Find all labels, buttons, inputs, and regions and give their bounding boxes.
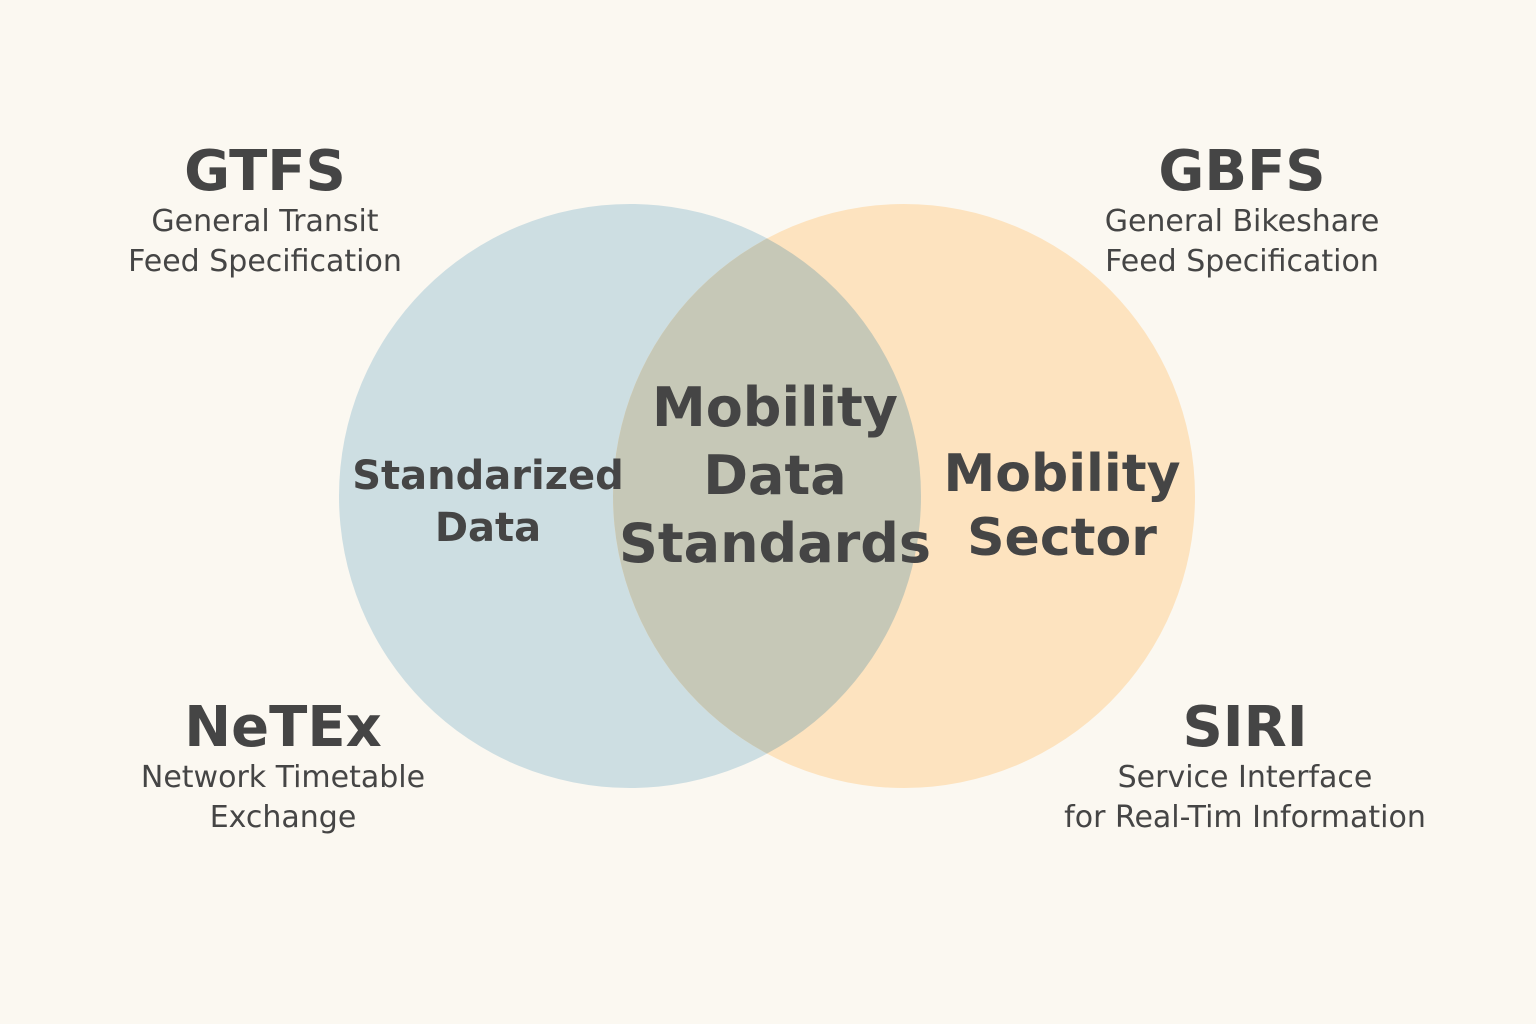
right-circle-label-line-1: Mobility (943, 444, 1181, 504)
gbfs-label: GBFS General Bikeshare Feed Specificatio… (1105, 142, 1380, 282)
netex-title: NeTEx (184, 695, 382, 760)
intersection-label-line-3: Standards (618, 512, 932, 575)
netex-desc-line-2: Exchange (209, 800, 357, 835)
left-circle-label: Standarized Data (352, 450, 624, 554)
gtfs-desc-line-2: Feed Specification (128, 244, 402, 279)
intersection-label-line-1: Mobility (651, 376, 899, 439)
gbfs-desc-line-1: General Bikeshare (1104, 204, 1380, 239)
siri-desc-line-2: for Real-Tim Information (1064, 800, 1426, 835)
siri-desc-line-1: Service Interface (1117, 760, 1373, 795)
netex-label: NeTEx Network Timetable Exchange (141, 698, 425, 838)
siri-title: SIRI (1182, 695, 1308, 760)
gtfs-title: GTFS (184, 139, 346, 204)
netex-desc-line-1: Network Timetable (140, 760, 426, 795)
right-circle-label-line-2: Sector (967, 508, 1157, 568)
intersection-label-line-2: Data (703, 444, 847, 507)
left-circle-label-line-1: Standarized (352, 453, 624, 499)
left-circle-label-line-2: Data (434, 505, 542, 551)
gtfs-desc-line-1: General Transit (151, 204, 379, 239)
gbfs-desc-line-2: Feed Specification (1105, 244, 1379, 279)
gtfs-label: GTFS General Transit Feed Specification (128, 142, 402, 282)
gbfs-title: GBFS (1158, 139, 1326, 204)
siri-label: SIRI Service Interface for Real-Tim Info… (1064, 698, 1426, 838)
right-circle-label: Mobility Sector (944, 442, 1181, 570)
intersection-label: Mobility Data Standards (619, 374, 931, 578)
